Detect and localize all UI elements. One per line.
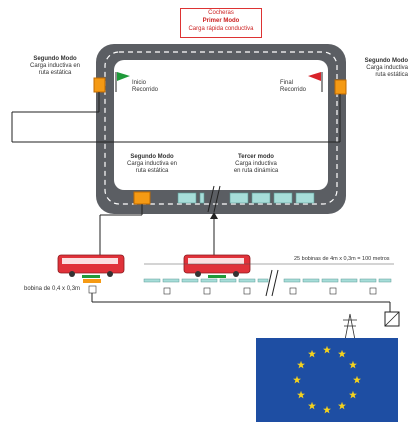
right-station-label: Segundo Modo Carga inductiva ruta estáti…: [354, 58, 408, 79]
left-desc2: ruta estática: [38, 70, 72, 76]
third-desc2: en ruta dinámica: [233, 168, 279, 174]
connection-lines: [11, 92, 391, 318]
eu-star-icon: [338, 401, 346, 410]
middle-station-label: Segundo Modo Carga inductiva en ruta est…: [118, 154, 186, 175]
coil-row: [143, 278, 392, 283]
eu-star-icon: [323, 405, 331, 414]
end-label-2: Recorrido: [280, 87, 307, 93]
dynamic-mode-label: Tercer modo Carga inductiva en ruta diná…: [222, 154, 290, 175]
station-right: [334, 79, 347, 95]
start-label: Inicio Recorrido: [132, 80, 166, 94]
eu-star-icon: [297, 360, 306, 369]
cocheras-desc: Carga rápida conductiva: [188, 26, 254, 32]
station-left: [93, 77, 106, 93]
end-label: Final Recorrido: [280, 80, 314, 94]
bus-right: [183, 254, 251, 278]
mid-mode: Segundo Modo: [130, 154, 174, 160]
station-bottom: [133, 191, 151, 205]
start-label-2: Recorrido: [132, 87, 159, 93]
eu-star-icon: [348, 360, 357, 369]
third-mode: Tercer modo: [238, 154, 274, 160]
power-pylon-icon: [343, 313, 357, 341]
static-coil-pad: [88, 285, 97, 294]
right-desc1: Carga inductiva: [366, 65, 408, 71]
static-coil: [83, 279, 101, 283]
flag-end-icon: [308, 72, 323, 92]
cocheras-box: Cocheras Primer Modo Carga rápida conduc…: [180, 8, 262, 38]
third-desc1: Carga inductiva: [235, 161, 277, 167]
left-mode: Segundo Modo: [33, 56, 77, 62]
road-break: [207, 185, 221, 213]
bus-left: [57, 254, 125, 278]
road-loop: [96, 44, 346, 214]
mid-desc1: Carga inductiva en: [126, 161, 178, 167]
left-station-label: Segundo Modo Carga inductiva en ruta est…: [20, 56, 90, 77]
right-desc2: ruta estática: [375, 72, 408, 78]
coil-boxes: [163, 287, 377, 295]
cocheras-mode: Primer Modo: [202, 18, 240, 24]
eu-star-icon: [308, 401, 316, 410]
eu-star-icon: [338, 349, 346, 358]
eu-star-icon: [348, 390, 357, 399]
mid-desc2: ruta estática: [135, 168, 169, 174]
cocheras-title: Cocheras: [208, 10, 234, 16]
right-mode: Segundo Modo: [364, 58, 408, 64]
flag-start-icon: [115, 72, 130, 92]
static-coil-label: bobina de 0,4 x 0,3m: [24, 286, 81, 292]
eu-star-icon: [323, 345, 331, 354]
end-label-1: Final: [280, 80, 294, 86]
coil-count-label: 25 bobinas de 4m x 0,3m = 100 metros: [294, 256, 390, 262]
eu-star-icon: [293, 375, 301, 384]
eu-star-icon: [308, 349, 316, 358]
start-label-1: Inicio: [132, 80, 147, 86]
eu-star-icon: [353, 375, 361, 384]
eu-star-icon: [297, 390, 306, 399]
left-desc1: Carga inductiva en: [29, 63, 81, 69]
road-coils: [177, 192, 315, 204]
coil-row-break: [265, 269, 279, 297]
eu-stars: [293, 345, 361, 414]
arrow-up-icon: [210, 212, 218, 219]
